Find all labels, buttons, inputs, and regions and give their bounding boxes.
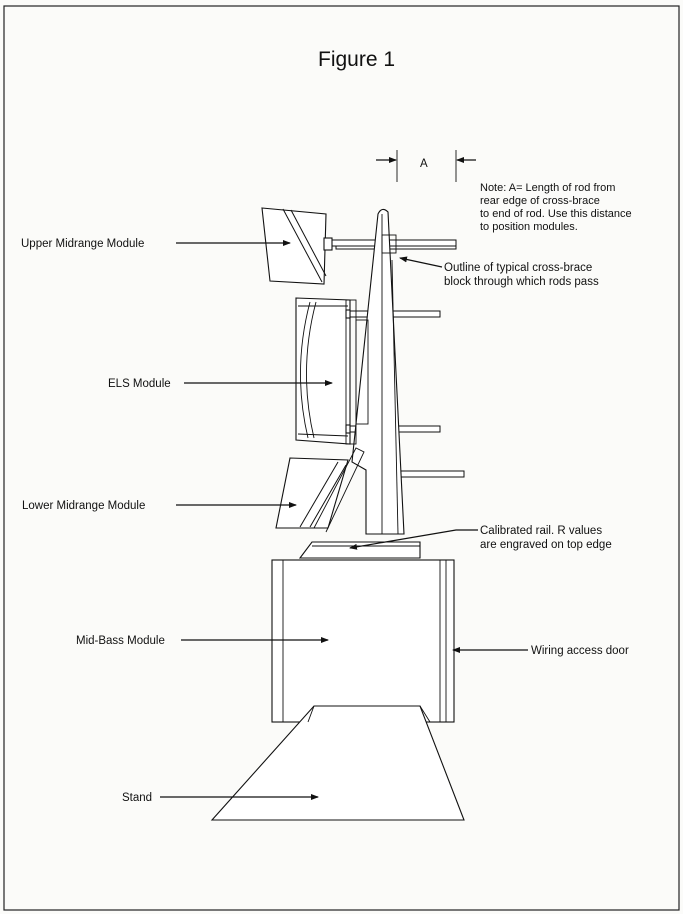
calibrated-rail — [298, 541, 421, 559]
lower-midrange-module — [275, 447, 365, 533]
dimension-a-label: A — [420, 158, 428, 170]
label-mid-bass: Mid-Bass Module — [76, 635, 329, 647]
note-line-3: to end of rod. Use this distance — [480, 208, 632, 220]
els-module — [295, 297, 369, 445]
cross-brace-label-1: Outline of typical cross-brace — [444, 262, 592, 274]
rod-upper — [329, 239, 457, 247]
figure-title: Figure 1 — [318, 48, 395, 71]
upper-midrange-label: Upper Midrange Module — [21, 238, 144, 250]
stand — [210, 705, 465, 821]
dimension-a: A — [376, 150, 476, 182]
label-upper-midrange: Upper Midrange Module — [21, 238, 291, 250]
label-lower-midrange: Lower Midrange Module — [22, 500, 297, 512]
mid-bass-label: Mid-Bass Module — [76, 635, 165, 647]
page-border — [3, 5, 680, 911]
stand-label: Stand — [122, 792, 152, 804]
wiring-door-label: Wiring access door — [531, 645, 629, 657]
note-line-1: Note: A= Length of rod from — [480, 182, 615, 194]
label-els: ELS Module — [108, 378, 333, 390]
lower-midrange-label: Lower Midrange Module — [22, 500, 145, 512]
label-rail: Calibrated rail. R values are engraved o… — [349, 525, 612, 551]
note-line-4: to position modules. — [480, 221, 578, 233]
note-line-2: rear edge of cross-brace — [480, 195, 600, 207]
mid-bass-module — [271, 559, 455, 723]
label-stand: Stand — [122, 792, 319, 804]
label-wiring-door: Wiring access door — [452, 645, 629, 657]
rod-els-top — [347, 310, 441, 318]
spine-frame — [351, 208, 405, 535]
label-cross-brace: Outline of typical cross-brace block thr… — [399, 256, 599, 288]
note-block: Note: A= Length of rod from rear edge of… — [480, 182, 632, 233]
cross-brace-label-2: block through which rods pass — [444, 276, 599, 288]
cross-brace-block — [381, 234, 397, 254]
els-label: ELS Module — [108, 378, 171, 390]
rail-label-1: Calibrated rail. R values — [480, 525, 602, 537]
upper-midrange-module — [261, 207, 333, 285]
rod-lower — [395, 470, 465, 478]
rail-label-2: are engraved on top edge — [480, 539, 612, 551]
